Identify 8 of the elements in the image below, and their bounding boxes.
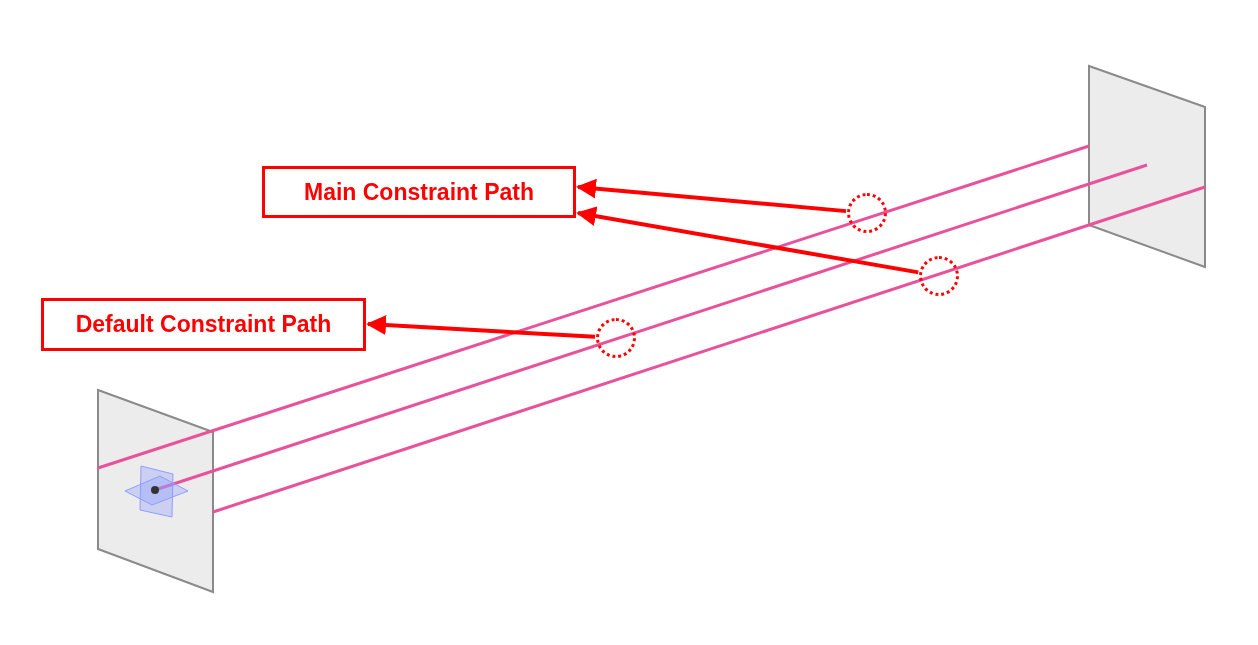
label-box: Default Constraint Path <box>41 298 366 351</box>
dotted-circle <box>847 193 887 233</box>
dotted-circle <box>919 256 959 296</box>
dotted-circle <box>596 318 636 358</box>
leader-arrow <box>366 315 596 339</box>
label-box: Main Constraint Path <box>262 166 576 218</box>
leader-arrow <box>576 178 847 214</box>
leader-arrow <box>576 206 919 275</box>
